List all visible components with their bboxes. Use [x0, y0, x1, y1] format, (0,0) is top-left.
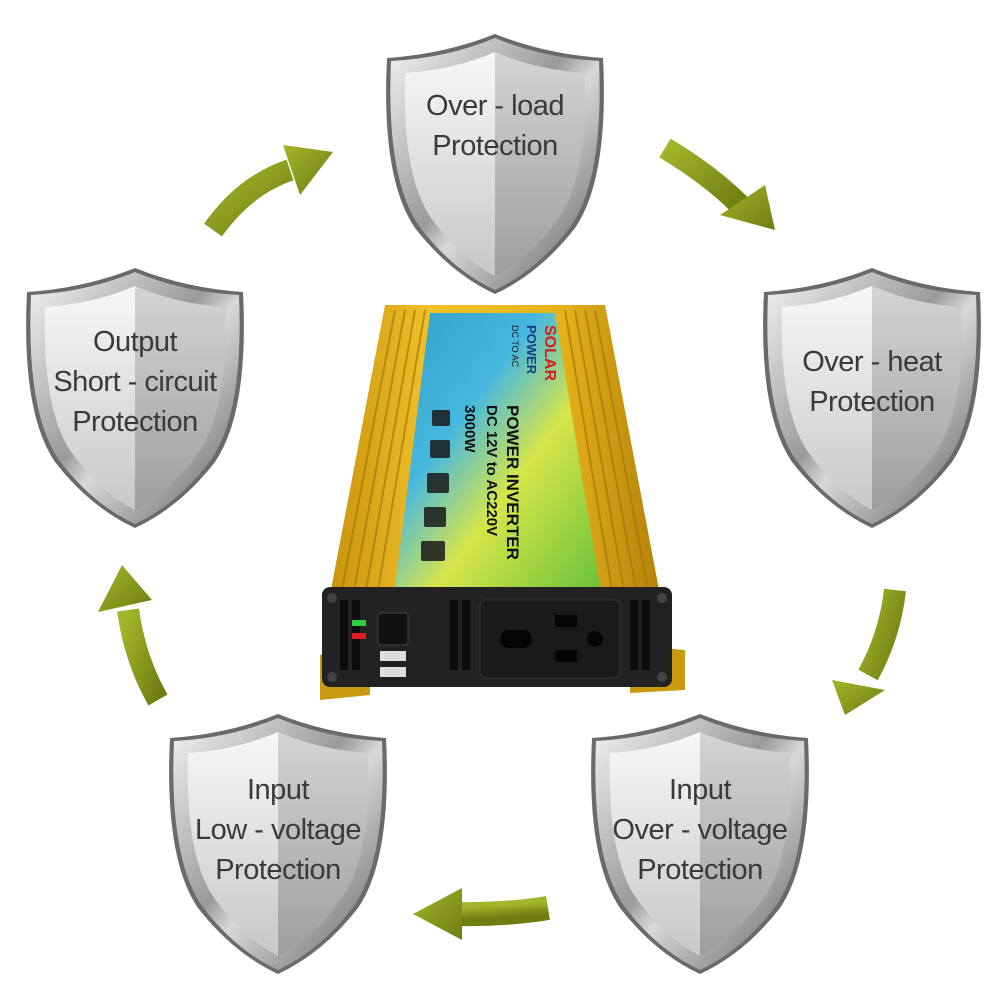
shield-line: Over - heat [802, 346, 942, 378]
shield-line: Protection [432, 130, 558, 162]
shield-output-short-circuit-protection: Output Short - circuit Protection [15, 262, 255, 532]
shield-line: Output [92, 326, 178, 358]
shield-line: Over - voltage [612, 814, 788, 846]
arrow-icon [98, 565, 168, 706]
led-green [352, 620, 366, 626]
arrow-icon [659, 138, 775, 230]
shield-input-overvoltage-protection: Input Over - voltage Protection [580, 708, 820, 978]
usb-port [380, 651, 406, 661]
arrow-icon [413, 888, 550, 940]
shield-overload-protection: Over - load Protection [375, 28, 615, 298]
shield-line: Protection [637, 854, 763, 886]
arrow-icon [832, 588, 906, 715]
shield-label: Output Short - circuit Protection [39, 322, 231, 442]
arrow-icon [204, 145, 333, 237]
shield-label: Over - load Protection [399, 86, 591, 166]
shield-line: Protection [809, 386, 935, 418]
product-wattage: 3000W [461, 405, 478, 453]
brand-text: SOLAR [541, 325, 558, 381]
power-inverter-image: SOLAR POWER DC TO AC POWER INVERTER DC 1… [320, 305, 685, 700]
shield-label: Over - heat Protection [776, 342, 968, 422]
shield-line: Input [669, 774, 732, 806]
product-spec: DC 12V to AC220V [483, 405, 500, 536]
product-title: POWER INVERTER [503, 405, 522, 560]
led-red [352, 633, 366, 639]
shield-overheat-protection: Over - heat Protection [752, 262, 992, 532]
shield-label: Input Over - voltage Protection [604, 770, 796, 890]
shield-line: Short - circuit [53, 366, 217, 398]
brand-sub-text: POWER [524, 325, 539, 375]
ac-socket [479, 599, 621, 679]
product-label [395, 313, 600, 587]
power-switch [377, 612, 409, 646]
shield-line: Low - voltage [195, 814, 362, 846]
shield-label: Input Low - voltage Protection [182, 770, 374, 890]
usb-port [380, 667, 406, 677]
shield-input-lowvoltage-protection: Input Low - voltage Protection [158, 708, 398, 978]
shield-line: Protection [72, 406, 198, 438]
shield-line: Input [247, 774, 310, 806]
shield-line: Protection [215, 854, 341, 886]
brand-tag-text: DC TO AC [510, 325, 520, 368]
shield-line: Over - load [426, 90, 564, 122]
